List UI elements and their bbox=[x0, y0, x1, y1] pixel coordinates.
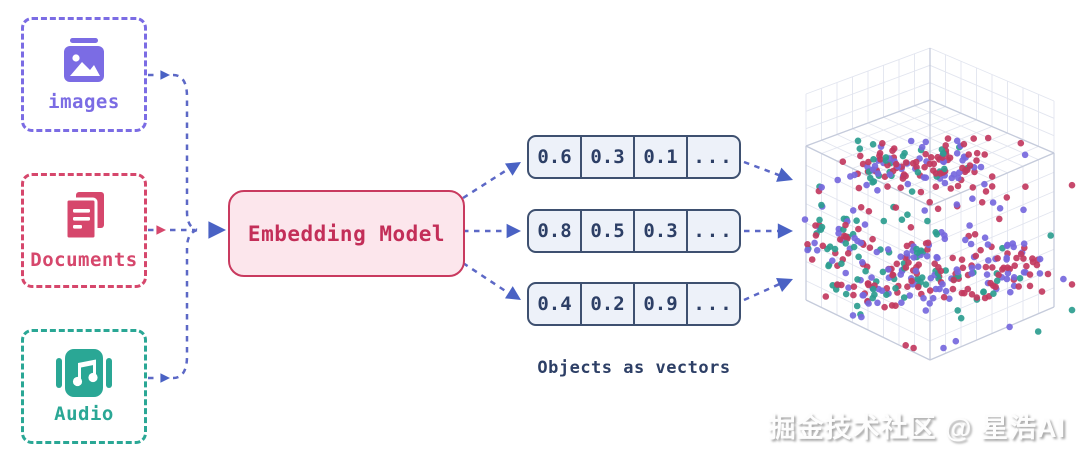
vector-cell-ellipsis: ... bbox=[686, 137, 739, 177]
embedding-model-label: Embedding Model bbox=[247, 221, 446, 246]
vector-cell-ellipsis: ... bbox=[686, 211, 739, 251]
watermark: 掘金技术社区 @ 星浩AI bbox=[768, 413, 1066, 443]
vector-row-2: 0.8 0.5 0.3 ... bbox=[527, 209, 741, 253]
vector-cell: 0.9 bbox=[633, 284, 686, 324]
vector-cell: 0.5 bbox=[580, 211, 633, 251]
input-box-documents: Documents bbox=[21, 173, 147, 288]
input-box-audio: Audio bbox=[21, 329, 147, 444]
connector-arrows bbox=[148, 70, 793, 383]
vector-cell: 0.8 bbox=[537, 220, 572, 242]
vector-cell: 0.1 bbox=[633, 137, 686, 177]
documents-icon bbox=[58, 190, 110, 244]
vector-row-1: 0.6 0.3 0.1 ... bbox=[527, 135, 741, 179]
caption-objects-as-vectors: Objects as vectors bbox=[537, 358, 731, 378]
vector-row-3: 0.4 0.2 0.9 ... bbox=[527, 282, 741, 326]
vector-cell: 0.6 bbox=[537, 146, 572, 168]
vector-cell-ellipsis: ... bbox=[686, 284, 739, 324]
vector-cell: 0.3 bbox=[580, 137, 633, 177]
vector-cell: 0.3 bbox=[633, 211, 686, 251]
images-icon bbox=[57, 36, 111, 86]
audio-icon bbox=[56, 348, 112, 398]
documents-label: Documents bbox=[30, 249, 138, 271]
vector-space-points bbox=[801, 134, 1076, 352]
vector-cell: 0.2 bbox=[580, 284, 633, 324]
images-label: images bbox=[48, 91, 120, 113]
audio-label: Audio bbox=[54, 403, 114, 425]
vector-cell: 0.4 bbox=[537, 293, 572, 315]
embedding-model-box: Embedding Model bbox=[228, 190, 465, 277]
input-box-images: images bbox=[21, 17, 147, 132]
